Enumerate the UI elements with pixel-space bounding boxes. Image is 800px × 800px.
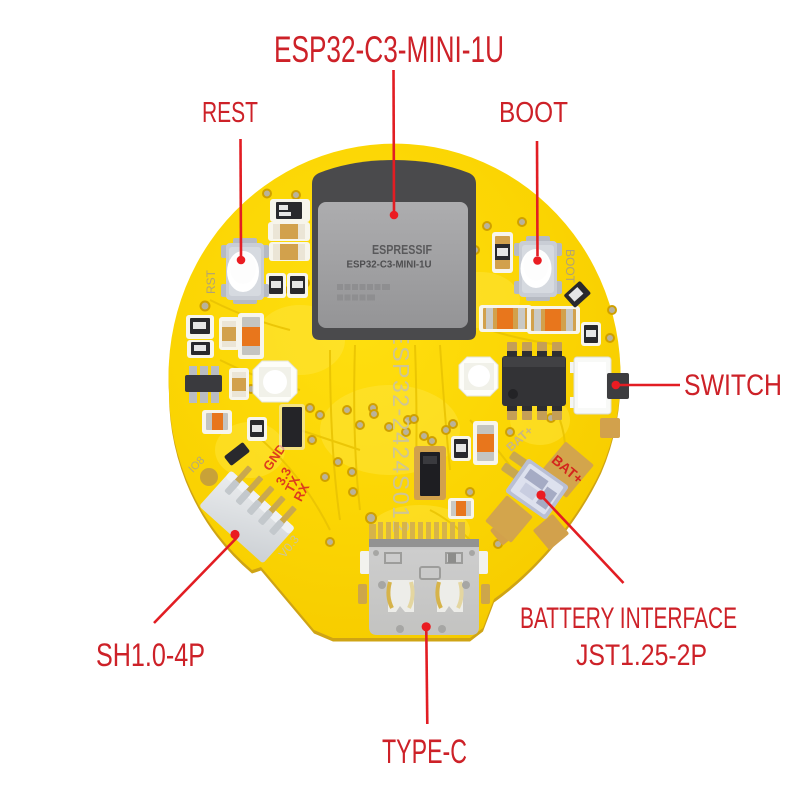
svg-text:REST: REST (202, 97, 258, 129)
svg-text:3.3: 3.3 (273, 465, 295, 488)
svg-text:ESP32-2424S012: ESP32-2424S012 (388, 329, 414, 534)
svg-text:BATTERY INTERFACE: BATTERY INTERFACE (520, 602, 737, 635)
svg-text:ESP32-C3-MINI-1U: ESP32-C3-MINI-1U (347, 260, 432, 271)
svg-text:JST1.25-2P: JST1.25-2P (576, 639, 707, 672)
svg-text:BOOT: BOOT (563, 249, 577, 284)
svg-text:TX: TX (282, 473, 303, 495)
svg-text:ESPRESSIF: ESPRESSIF (372, 242, 432, 257)
svg-text:TYPE-C: TYPE-C (382, 733, 467, 771)
svg-text:ESP32-C3-MINI-1U: ESP32-C3-MINI-1U (274, 29, 504, 70)
svg-text:SWITCH: SWITCH (684, 369, 782, 402)
svg-text:SH1.0-4P: SH1.0-4P (96, 637, 205, 673)
svg-text:RST: RST (204, 269, 218, 294)
svg-text:BOOT: BOOT (499, 97, 568, 129)
